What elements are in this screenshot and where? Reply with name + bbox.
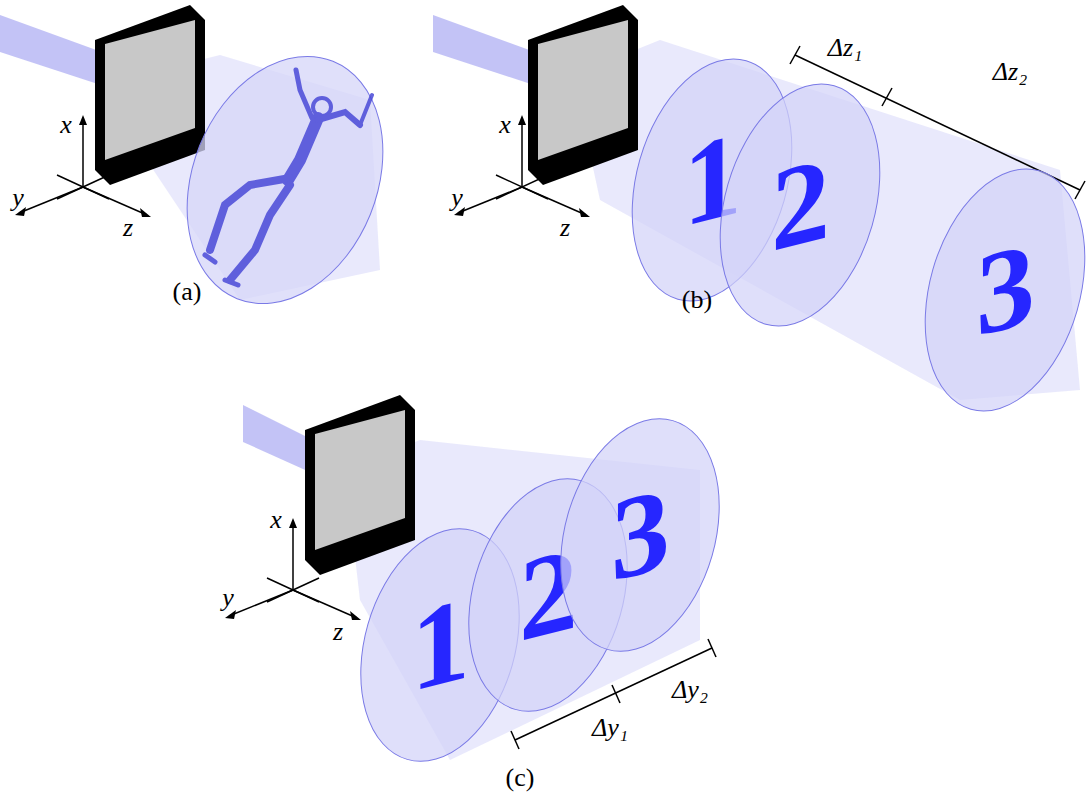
panel-label: (b): [682, 287, 712, 313]
dimension-label: Δz₂: [993, 59, 1027, 85]
image-plane: 3: [555, 410, 725, 660]
axis-label: y: [12, 185, 24, 211]
plane-digit: 3: [976, 224, 1035, 357]
plane-digit: 2: [771, 139, 830, 272]
axis-label: y: [451, 185, 463, 211]
axis-label: x: [270, 507, 282, 533]
axis-label: x: [499, 112, 511, 138]
dimension-label: Δz₁: [828, 35, 862, 61]
panel-label: (c): [506, 765, 535, 791]
image-plane: 3: [920, 160, 1089, 420]
axis-label: z: [333, 619, 343, 645]
dimension-label: Δy₁: [592, 715, 628, 741]
axis-label: z: [560, 215, 570, 241]
axis-label: z: [123, 215, 133, 241]
panel-label: (a): [173, 279, 202, 305]
image-plane: 2: [715, 75, 885, 335]
plane-digit: 3: [611, 469, 670, 602]
axis-label: x: [60, 112, 72, 138]
axis-label: y: [222, 585, 234, 611]
plane-digit: 1: [411, 579, 470, 712]
dimension-label: Δy₂: [672, 677, 708, 703]
